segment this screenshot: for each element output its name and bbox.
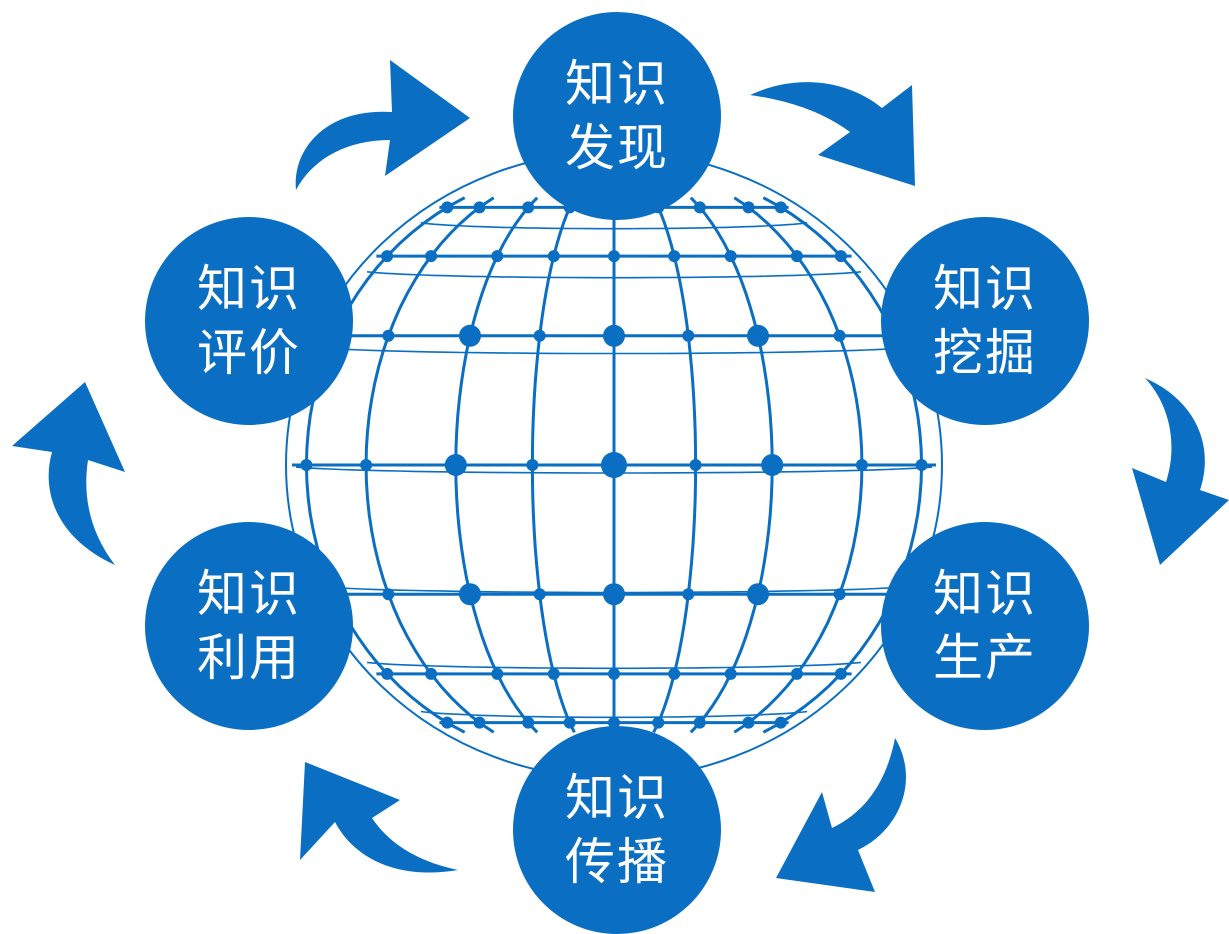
node-knowledge-mining: 知识 挖掘 xyxy=(881,217,1089,425)
globe-node xyxy=(381,250,394,263)
globe-node xyxy=(425,250,438,263)
globe-node xyxy=(790,250,803,263)
node-label-line1: 知识 xyxy=(197,565,301,623)
globe-node xyxy=(382,329,395,342)
node-label: 知识 挖掘 xyxy=(915,257,1055,385)
globe-node xyxy=(608,716,620,729)
globe-node xyxy=(526,459,539,471)
node-knowledge-utilization: 知识 利用 xyxy=(145,522,353,730)
globe-node xyxy=(444,454,467,476)
node-label-line1: 知识 xyxy=(933,565,1037,623)
globe-node xyxy=(833,329,846,342)
globe-node xyxy=(855,459,868,471)
globe-node xyxy=(761,454,784,476)
node-label-line2: 利用 xyxy=(197,629,301,687)
globe-node xyxy=(473,201,486,214)
globe-node xyxy=(522,716,535,729)
node-knowledge-production: 知识 生产 xyxy=(881,522,1089,730)
node-label-line1: 知识 xyxy=(197,260,301,318)
node-label-line2: 生产 xyxy=(933,629,1037,687)
node-label: 知识 传播 xyxy=(547,766,687,894)
globe-node xyxy=(382,588,395,601)
globe-node xyxy=(774,201,787,214)
globe-node xyxy=(724,667,737,680)
globe-node xyxy=(693,201,706,214)
globe-node xyxy=(441,716,454,729)
globe-node xyxy=(603,324,625,347)
globe-node xyxy=(533,329,546,342)
node-label: 知识 利用 xyxy=(179,562,319,690)
globe-node xyxy=(682,588,695,601)
globe-node xyxy=(601,452,627,478)
globe-node xyxy=(747,324,769,347)
globe-node xyxy=(491,667,504,680)
globe-node xyxy=(608,250,620,263)
globe-node xyxy=(563,716,576,729)
node-label: 知识 评价 xyxy=(179,257,319,385)
globe-node xyxy=(547,667,560,680)
node-knowledge-dissemination: 知识 传播 xyxy=(513,726,721,934)
globe-node xyxy=(834,667,847,680)
globe-node xyxy=(724,250,737,263)
globe-node xyxy=(915,459,928,471)
globe-node xyxy=(742,201,755,214)
globe-node xyxy=(682,329,695,342)
node-label-line1: 知识 xyxy=(933,260,1037,318)
node-label-line1: 知识 xyxy=(565,55,669,113)
node-knowledge-evaluation: 知识 评价 xyxy=(145,217,353,425)
globe-node xyxy=(668,667,681,680)
globe-node xyxy=(834,250,847,263)
globe-node xyxy=(608,667,620,680)
globe-node xyxy=(300,459,313,471)
globe-node xyxy=(547,250,560,263)
node-label-line2: 挖掘 xyxy=(933,324,1037,382)
globe-node xyxy=(381,667,394,680)
node-label-line1: 知识 xyxy=(565,769,669,827)
node-knowledge-discovery: 知识 发现 xyxy=(513,12,721,220)
node-label-line2: 发现 xyxy=(565,119,669,177)
node-label: 知识 发现 xyxy=(547,52,687,180)
globe-node xyxy=(689,459,702,471)
globe-node xyxy=(668,250,681,263)
globe-node xyxy=(441,201,454,214)
globe-node xyxy=(833,588,846,601)
globe-node xyxy=(533,588,546,601)
globe-node xyxy=(522,201,535,214)
node-label-line2: 评价 xyxy=(197,324,301,382)
globe-node xyxy=(774,716,787,729)
globe-node xyxy=(459,324,481,347)
globe-node xyxy=(360,459,373,471)
globe-node xyxy=(790,667,803,680)
node-label-line2: 传播 xyxy=(565,833,669,891)
globe-node xyxy=(747,583,769,606)
globe-node xyxy=(425,667,438,680)
globe-node xyxy=(693,716,706,729)
globe-node xyxy=(742,716,755,729)
globe-node xyxy=(652,716,665,729)
node-label: 知识 生产 xyxy=(915,562,1055,690)
globe-node xyxy=(473,716,486,729)
globe-node xyxy=(459,583,481,606)
globe-node xyxy=(603,583,625,606)
globe-node xyxy=(491,250,504,263)
